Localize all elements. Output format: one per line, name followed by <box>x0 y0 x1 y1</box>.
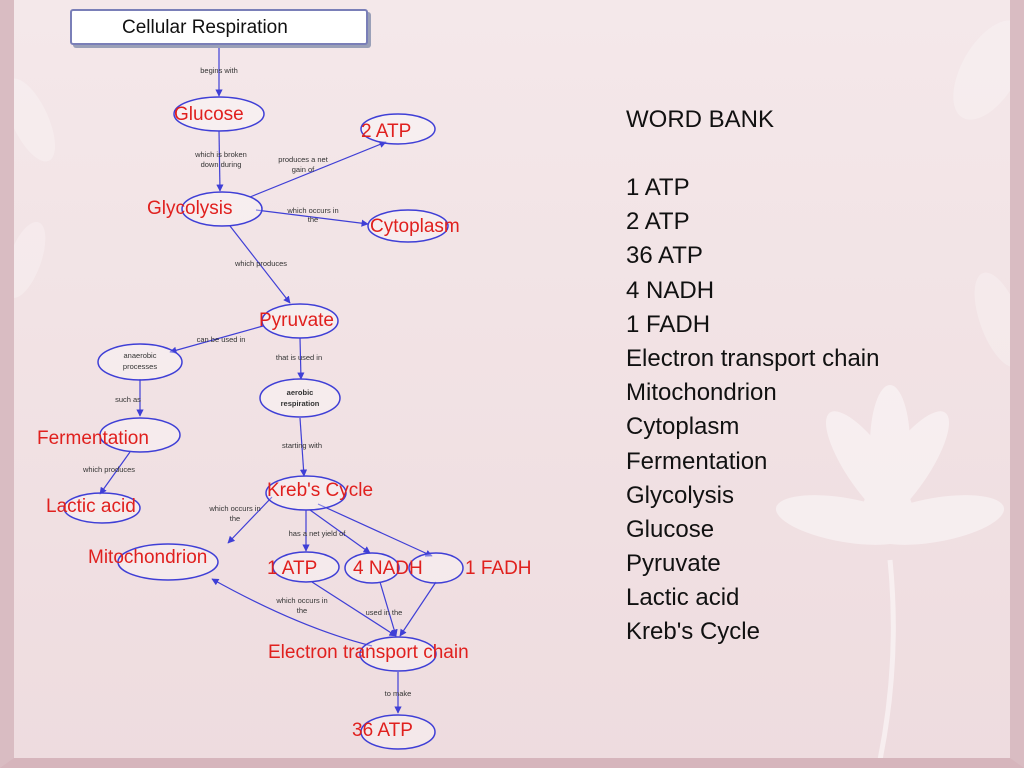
aerobic-line1: aerobic <box>287 388 314 397</box>
connector-1atp-etc <box>311 581 397 637</box>
anaerobic-line1: anaerobic <box>124 351 157 360</box>
connector-glycolysis-2atp <box>249 141 387 198</box>
word-bank-item: 2 ATP <box>626 208 690 236</box>
link-which-produces: which produces <box>234 259 287 268</box>
connector-4nadh-etc <box>379 581 398 637</box>
connector-glycolysis-pyruvate <box>229 225 291 304</box>
answer-fermentation: Fermentation <box>37 428 149 449</box>
answer-glucose: Glucose <box>174 104 244 125</box>
connector-krebs-mitochondrion <box>227 496 273 544</box>
node-lactic-acid <box>63 492 141 524</box>
connector-pyruvate-anaerobic <box>169 325 264 354</box>
word-bank-item: 36 ATP <box>626 242 703 270</box>
connector-krebs-1fadh <box>317 503 433 557</box>
word-bank-item: Cytoplasm <box>626 413 740 441</box>
node-aerobic <box>259 378 341 418</box>
answer-pyruvate: Pyruvate <box>259 310 334 331</box>
word-bank-title: WORD BANK <box>626 106 775 133</box>
link-net-gain-2: gain of <box>292 165 315 174</box>
link-starting-with: starting with <box>282 441 322 450</box>
node-pyruvate <box>261 303 339 339</box>
connector-glucose-glycolysis <box>216 130 224 192</box>
connector-pyruvate-aerobic <box>297 337 305 380</box>
aerobic-line2: respiration <box>281 399 320 408</box>
answer-lactic-acid: Lactic acid <box>46 496 136 517</box>
word-bank-item: 4 NADH <box>626 276 715 304</box>
word-bank-item: Fermentation <box>626 447 768 475</box>
link-begins-with: begins with <box>200 66 238 75</box>
link-kreb-occurs-1: which occurs in <box>208 504 260 513</box>
connector-1fadh-etc <box>399 581 437 637</box>
link-which-produces-2: which produces <box>82 465 135 474</box>
answer-2atp: 2 ATP <box>361 121 412 142</box>
connector-aerobic-krebs <box>299 417 308 477</box>
connector-fermentation-lactic <box>99 451 131 495</box>
link-used-in-the: used in the <box>366 608 403 617</box>
answer-electron-transport-chain: Electron transport chain <box>268 642 469 663</box>
anaerobic-line2: processes <box>123 362 157 371</box>
link-etc-occurs-2: the <box>297 606 307 615</box>
link-that-is-used-in: that is used in <box>276 353 322 362</box>
node-glycolysis <box>181 191 263 227</box>
link-net-gain-1: produces a net <box>278 155 329 164</box>
word-bank-item: Electron transport chain <box>626 344 880 372</box>
word-bank-item: Glucose <box>626 515 715 543</box>
word-bank-item: Kreb's Cycle <box>626 618 760 646</box>
node-krebs <box>265 475 347 511</box>
link-occurs-in-1: which occurs in <box>286 206 338 215</box>
word-bank-list: 1 ATP 2 ATP 36 ATP 4 NADH 1 FADH Electro… <box>626 171 879 650</box>
word-bank-item: 1 FADH <box>626 310 711 338</box>
connector-etc-mitochondrion <box>211 578 373 647</box>
answer-krebs-cycle: Kreb's Cycle <box>267 480 374 501</box>
link-kreb-occurs-2: the <box>230 514 240 523</box>
node-mitochondrion <box>117 543 219 581</box>
node-anaerobic <box>97 343 183 381</box>
link-broken-down-1: which is broken <box>194 150 247 159</box>
answer-mitochondrion: Mitochondrion <box>88 547 208 568</box>
answer-4nadh: 4 NADH <box>353 558 423 579</box>
word-bank-item: Pyruvate <box>626 550 721 578</box>
answer-36atp: 36 ATP <box>352 720 413 741</box>
answer-1atp: 1 ATP <box>267 558 318 579</box>
link-occurs-in-2: the <box>308 215 318 224</box>
link-to-make: to make <box>385 689 412 698</box>
answer-glycolysis: Glycolysis <box>147 198 233 219</box>
connector-glycolysis-cytoplasm <box>255 209 369 227</box>
link-broken-down-2: down during <box>201 160 242 169</box>
node-2atp <box>360 113 436 145</box>
word-bank-item: Glycolysis <box>626 481 735 509</box>
node-4nadh <box>344 552 400 584</box>
connector-krebs-4nadh <box>309 509 371 554</box>
node-1fadh <box>408 552 464 584</box>
link-such-as: such as <box>115 395 141 404</box>
word-bank: WORD BANK 1 ATP 2 ATP 36 ATP 4 NADH 1 FA… <box>626 103 879 650</box>
node-cytoplasm <box>367 209 449 243</box>
node-36atp <box>360 714 436 750</box>
node-fermentation <box>99 417 181 453</box>
answer-cytoplasm: Cytoplasm <box>370 216 460 237</box>
link-can-be-used-in: can be used in <box>197 335 246 344</box>
link-net-yield-1: has a net yield of <box>289 529 347 538</box>
map-title: Cellular Respiration <box>70 9 368 45</box>
link-etc-occurs-1: which occurs in <box>275 596 327 605</box>
node-glucose <box>173 96 265 132</box>
node-etc <box>359 636 437 672</box>
word-bank-item: 1 ATP <box>626 174 690 201</box>
node-1atp <box>272 551 340 583</box>
word-bank-item: Lactic acid <box>626 584 740 612</box>
word-bank-item: Mitochondrion <box>626 379 777 407</box>
answer-1fadh: 1 FADH <box>465 558 532 579</box>
